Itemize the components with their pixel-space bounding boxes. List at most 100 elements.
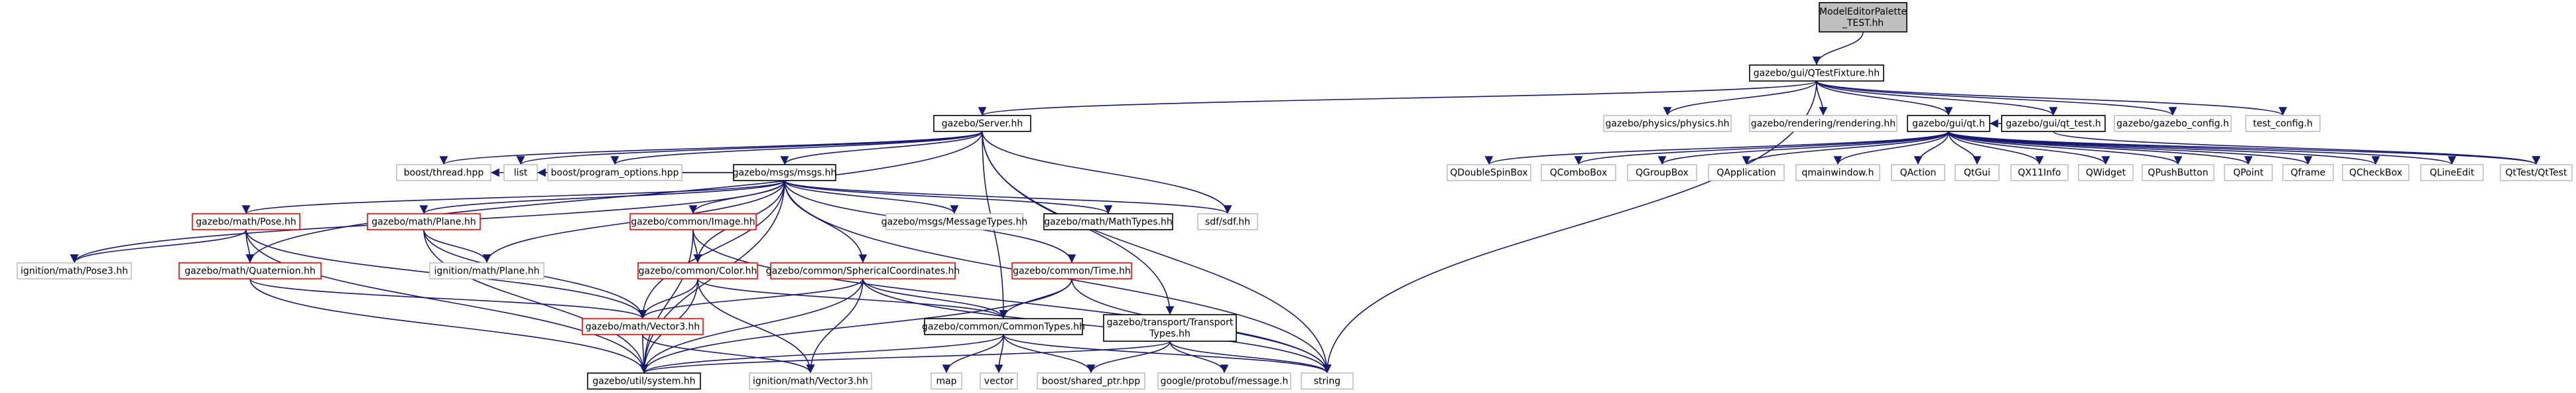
node-server-label-0: gazebo/Server.hh xyxy=(942,119,1023,129)
node-qdoublespinbox-box xyxy=(1447,164,1531,181)
nodes-layer: ModelEditorPalette_TEST.hh gazebo/gui/QTe… xyxy=(17,2,2573,390)
node-commontypes[interactable]: gazebo/common/CommonTypes.hh xyxy=(922,318,1085,335)
node-qcombobox-box xyxy=(1541,164,1616,181)
edge-spherical-to-commontypes xyxy=(862,278,1008,319)
node-list-box xyxy=(503,164,538,181)
edge-qt_test-to-qttest xyxy=(2053,131,2541,165)
node-mathtypes[interactable]: gazebo/math/MathTypes.hh xyxy=(1043,213,1173,230)
node-sdf-box xyxy=(1197,213,1258,230)
edge-qt-to-qttest xyxy=(1948,131,2540,165)
node-plane-box xyxy=(367,213,481,230)
node-qx11info-label-0: QX11Info xyxy=(2018,168,2061,179)
node-qt_test-box xyxy=(2001,115,2106,132)
node-plane[interactable]: gazebo/math/Plane.hh xyxy=(367,213,481,230)
node-test_config: test_config.h xyxy=(2245,115,2321,132)
edge-qtestfixture-to-physics xyxy=(1663,80,1817,116)
node-test_config-label-0: test_config.h xyxy=(2253,119,2313,129)
node-pose[interactable]: gazebo/math/Pose.hh xyxy=(192,213,300,230)
node-program_options: boost/program_options.hpp xyxy=(547,164,682,181)
node-transporttypes-box xyxy=(1103,314,1237,342)
node-spherical[interactable]: gazebo/common/SphericalCoordinates.hh xyxy=(766,262,960,279)
node-ign_plane-label-0: ignition/math/Plane.hh xyxy=(434,266,540,277)
node-qpoint-label-0: QPoint xyxy=(2233,168,2264,179)
node-map-label-0: map xyxy=(936,376,956,387)
node-messagetypes-label-0: gazebo/msgs/MessageTypes.hh xyxy=(881,217,1027,228)
node-root[interactable]: ModelEditorPalette_TEST.hh xyxy=(1819,2,1907,33)
node-qmainwindow: qmainwindow.h xyxy=(1795,164,1880,181)
node-list-label-0: list xyxy=(514,168,528,179)
node-time[interactable]: gazebo/common/Time.hh xyxy=(1011,262,1132,279)
edge-qtestfixture-to-qt_test xyxy=(1816,80,2058,116)
node-sdf: sdf/sdf.hh xyxy=(1197,213,1258,230)
node-string-label-0: string xyxy=(1314,376,1340,387)
node-qtgui: QtGui xyxy=(1955,164,2000,181)
node-spherical-label-0: gazebo/common/SphericalCoordinates.hh xyxy=(766,266,960,277)
edges-layer xyxy=(70,31,2541,374)
node-qapplication-label-0: QApplication xyxy=(1716,168,1775,179)
node-shared_ptr-box xyxy=(1037,372,1145,390)
node-qlineedit-label-0: QLineEdit xyxy=(2429,168,2475,179)
edge-msgs-to-vector3 xyxy=(638,180,785,319)
node-vector-box xyxy=(980,372,1018,390)
node-protobuf-box xyxy=(1157,372,1291,390)
node-quaternion[interactable]: gazebo/math/Quaternion.hh xyxy=(178,262,322,279)
node-root-label-1: _TEST.hh xyxy=(1842,18,1884,29)
node-qt-box xyxy=(1907,115,1990,132)
node-ign_plane: ignition/math/Plane.hh xyxy=(429,262,545,279)
edge-plane-to-system xyxy=(423,229,649,374)
node-qt[interactable]: gazebo/gui/qt.h xyxy=(1907,115,1990,132)
node-msgs[interactable]: gazebo/msgs/msgs.hh xyxy=(733,164,837,181)
node-server-box xyxy=(933,115,1031,132)
edge-vector3-to-ign_vector3 xyxy=(642,334,815,374)
edge-qtestfixture-to-qt xyxy=(1816,80,1953,116)
node-qframe: Qframe xyxy=(2282,164,2334,181)
node-qgroupbox: QGroupBox xyxy=(1627,164,1697,181)
node-vector3[interactable]: gazebo/math/Vector3.hh xyxy=(582,318,704,335)
edge-qt-to-qpushbutton xyxy=(1948,131,2183,165)
node-rendering: gazebo/rendering/rendering.hh xyxy=(1749,115,1898,132)
node-commontypes-label-0: gazebo/common/CommonTypes.hh xyxy=(922,322,1085,333)
node-pose-box xyxy=(192,213,300,230)
node-qdoublespinbox-label-0: QDoubleSpinBox xyxy=(1450,168,1527,179)
edge-qt-to-qmainwindow xyxy=(1833,131,1949,165)
node-qpoint-box xyxy=(2224,164,2273,181)
node-image[interactable]: gazebo/common/Image.hh xyxy=(629,213,757,230)
node-thread-box xyxy=(396,164,491,181)
edge-spherical-to-system xyxy=(639,278,864,374)
edge-plane-to-ign_plane xyxy=(423,229,491,264)
node-qcheckbox-box xyxy=(2342,164,2410,181)
node-msgs-box xyxy=(733,164,836,181)
node-color-label-0: gazebo/common/Color.hh xyxy=(639,266,757,277)
node-qpushbutton: QPushButton xyxy=(2142,164,2215,181)
node-messagetypes-box xyxy=(885,213,1023,230)
node-vector3-box xyxy=(582,318,704,335)
edge-qt-to-qcheckbox xyxy=(1948,131,2380,165)
edge-image-to-string xyxy=(692,229,1332,374)
edge-qtestfixture-to-gazebo_config xyxy=(1816,80,2177,116)
edge-qt-to-qapplication xyxy=(1742,131,1949,165)
edge-qtestfixture-to-string xyxy=(1322,80,1817,374)
node-qcheckbox: QCheckBox xyxy=(2342,164,2410,181)
node-qframe-label-0: Qframe xyxy=(2291,168,2326,179)
edge-quaternion-to-system xyxy=(249,278,649,374)
edge-qt-to-qaction xyxy=(1913,131,1949,165)
node-color[interactable]: gazebo/common/Color.hh xyxy=(637,262,758,279)
node-qx11info-box xyxy=(2010,164,2069,181)
node-system-box xyxy=(587,372,701,390)
node-program_options-box xyxy=(547,164,682,181)
node-qlineedit: QLineEdit xyxy=(2420,164,2484,181)
node-qttest: QtTest/QtTest xyxy=(2500,164,2573,181)
node-vector3-label-0: gazebo/math/Vector3.hh xyxy=(586,322,700,333)
node-physics-box xyxy=(1603,115,1732,132)
node-protobuf: google/protobuf/message.h xyxy=(1157,372,1291,390)
edge-server-to-list xyxy=(516,131,983,165)
node-qtestfixture[interactable]: gazebo/gui/QTestFixture.hh xyxy=(1749,64,1884,82)
node-server[interactable]: gazebo/Server.hh xyxy=(933,115,1031,132)
node-shared_ptr: boost/shared_ptr.hpp xyxy=(1037,372,1145,390)
node-qt_test[interactable]: gazebo/gui/qt_test.h xyxy=(2001,115,2106,132)
node-system[interactable]: gazebo/util/system.hh xyxy=(587,372,701,390)
node-qtestfixture-box xyxy=(1749,64,1884,82)
node-root-box xyxy=(1819,2,1907,33)
